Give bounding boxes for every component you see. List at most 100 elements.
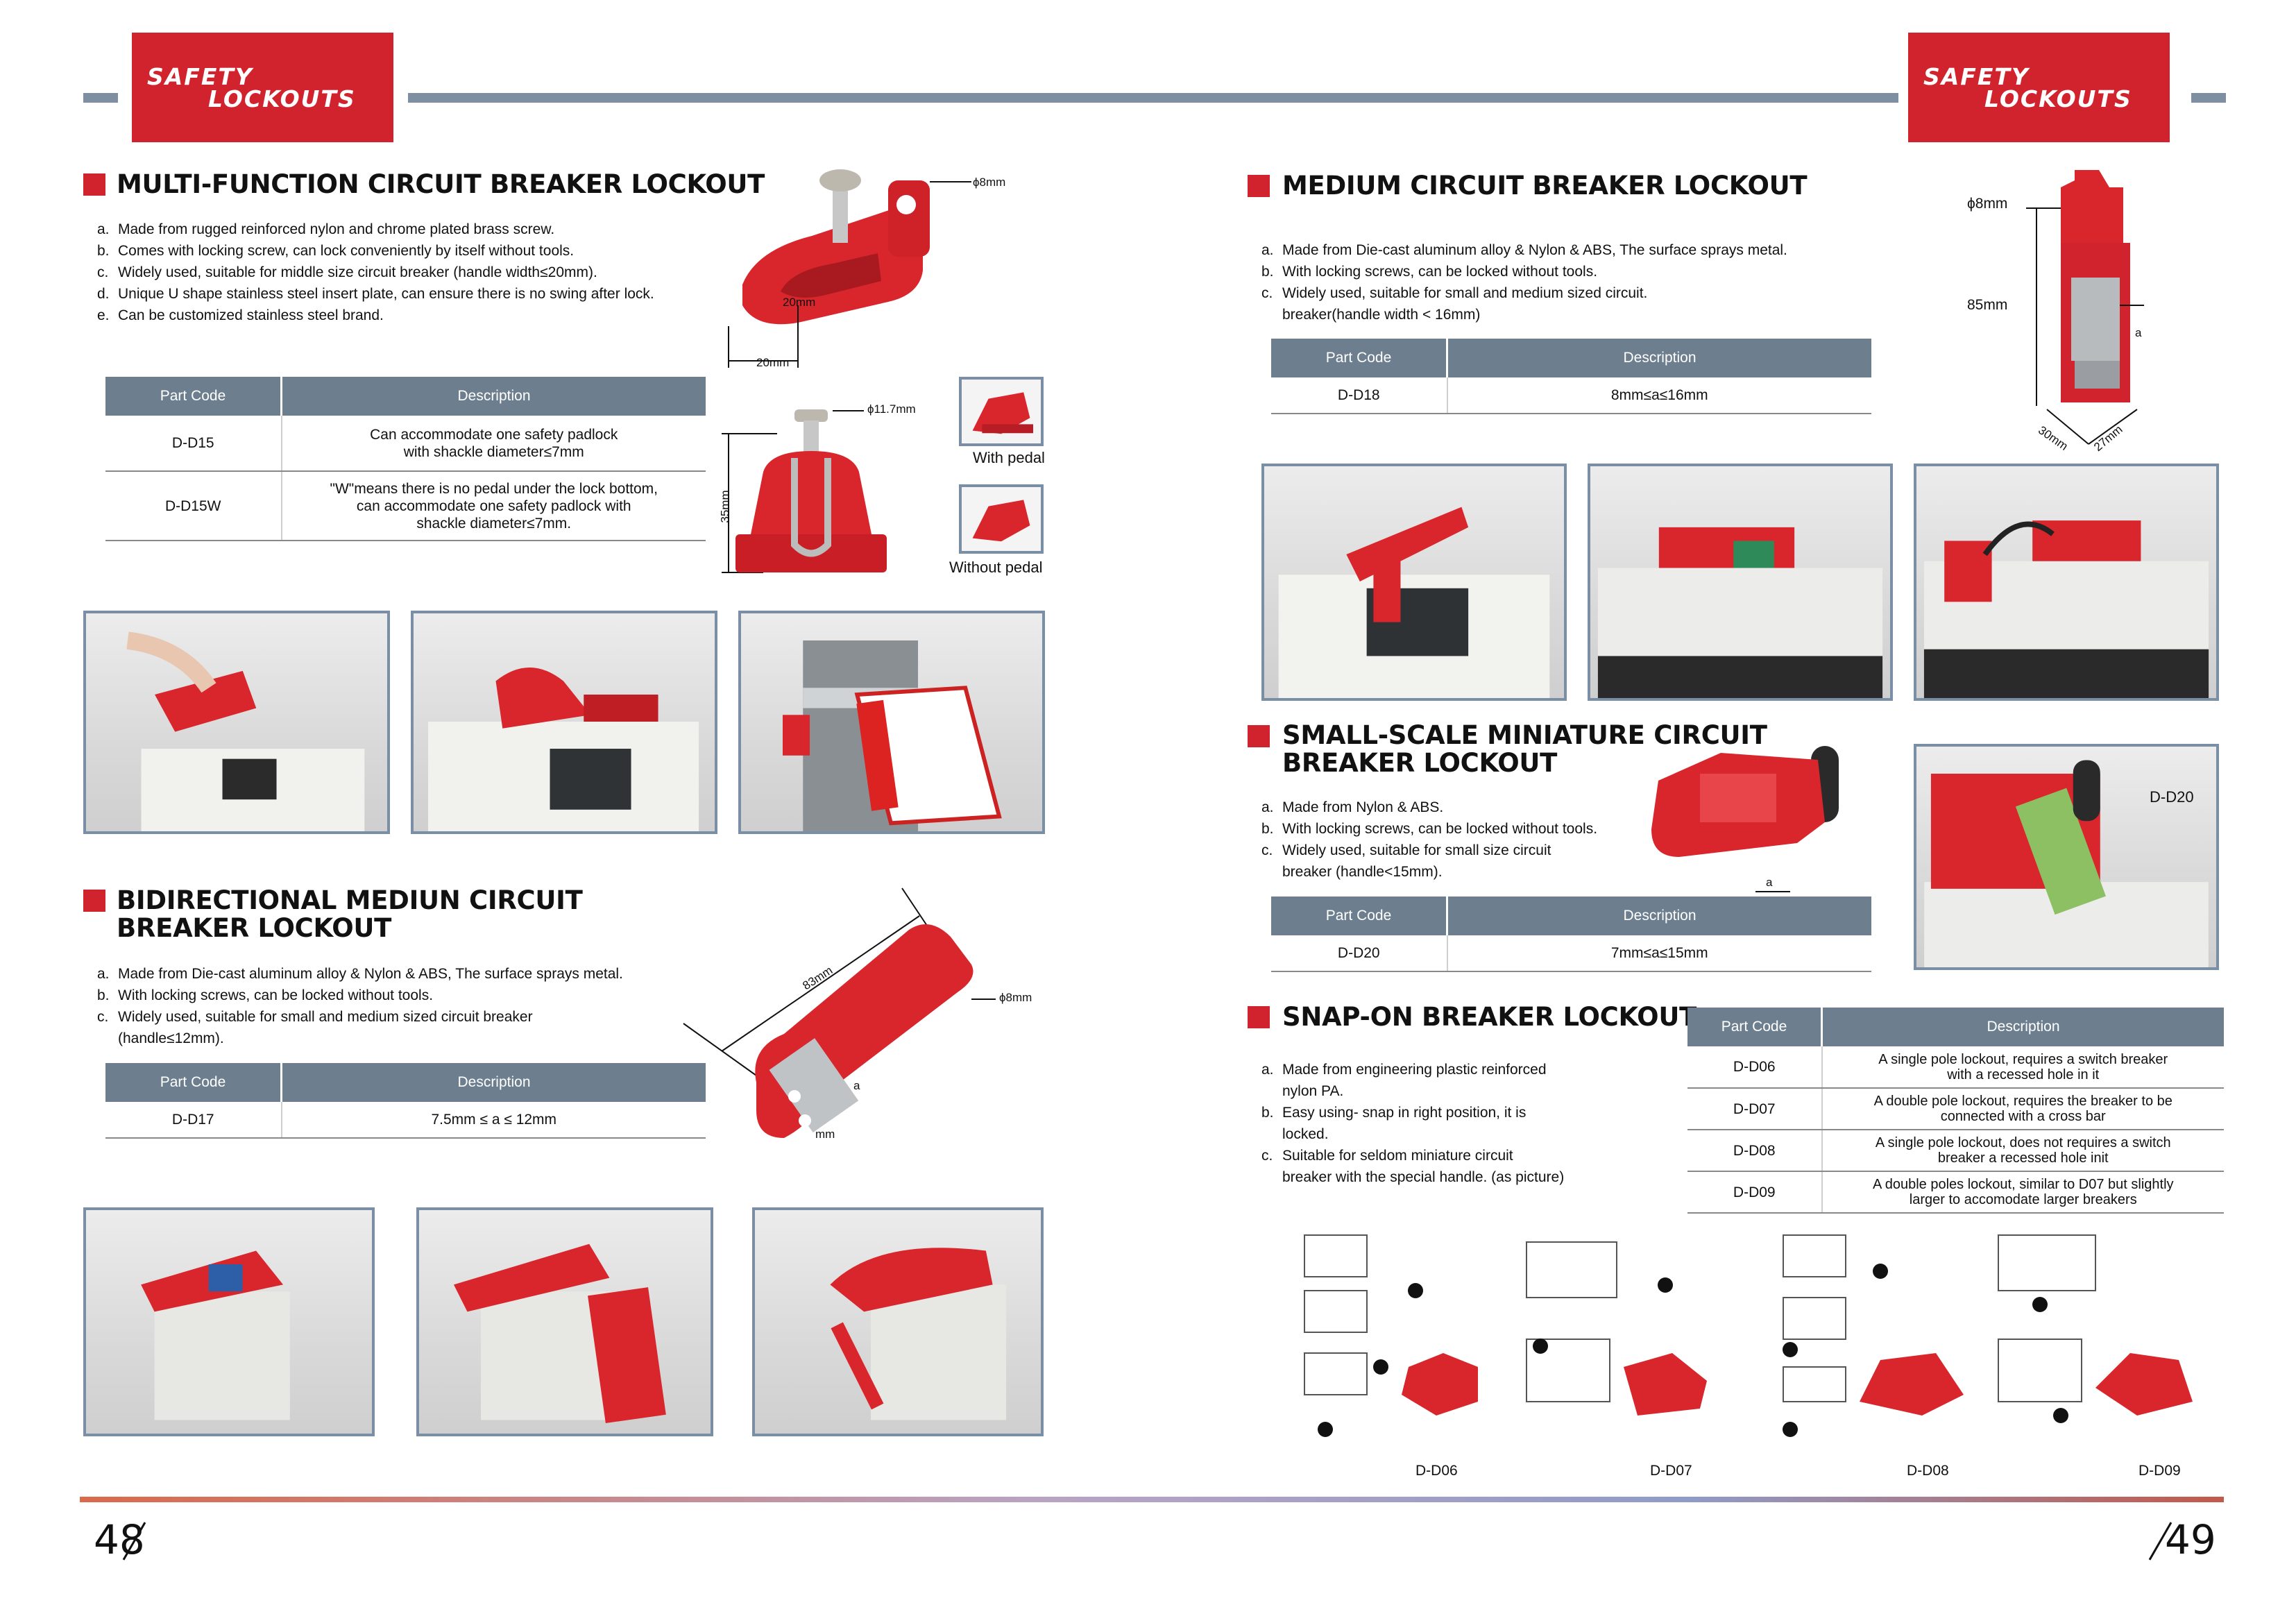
description-cell: 7mm≤a≤15mm (1447, 935, 1871, 972)
list-item: a.Made from rugged reinforced nylon and … (97, 221, 555, 237)
list-item: a.Made from engineering plastic reinforc… (1261, 1062, 1547, 1099)
list-item: c.Widely used, suitable for middle size … (97, 264, 597, 280)
brand-badge-left: SAFETY LOCKOUTS (132, 33, 393, 142)
dimension-label: a (1766, 876, 1773, 889)
list-item: c.Widely used, suitable for small size c… (1261, 842, 1551, 880)
description-cell: A single pole lockout, requires a switch… (1821, 1046, 2224, 1089)
dimension-label: ϕ8mm (999, 991, 1032, 1004)
dimension-label: 20mm (756, 356, 790, 369)
part-code-table: Part Code Description D-D17 7.5mm ≤ a ≤ … (105, 1063, 706, 1139)
model-label: D-D09 (2138, 1463, 2181, 1479)
section-marker (1248, 725, 1270, 747)
part-code-table: Part Code Description D-D20 7mm≤a≤15mm (1271, 897, 1871, 972)
header-bar-center (408, 93, 1898, 103)
table-row: D-D15W "W"means there is no pedal under … (105, 471, 706, 541)
page-number-right: 49 (2165, 1516, 2216, 1563)
section-title: MEDIUM CIRCUIT BREAKER LOCKOUT (1282, 171, 1808, 201)
dimension-label: ϕ11.7mm (867, 402, 916, 416)
product-photo-d20 (1914, 744, 2219, 970)
column-header: Part Code (1271, 339, 1448, 377)
feature-list: a.Made from Nylon & ABS. b.With locking … (1261, 797, 1650, 883)
list-item: b.Comes with locking screw, can lock con… (97, 243, 575, 259)
dimension-label: a (853, 1079, 860, 1092)
part-code-cell: D-D06 (1687, 1046, 1823, 1089)
dimension-label: ϕ8mm (973, 176, 1006, 189)
table-row: D-D20 7mm≤a≤15mm (1271, 935, 1871, 972)
list-item: d.Unique U shape stainless steel insert … (97, 286, 654, 302)
part-code-table: Part Code Description D-D15 Can accommod… (105, 377, 706, 541)
product-drawing-d17 (683, 887, 996, 1138)
brand-line2: LOCKOUTS (208, 85, 356, 112)
model-label: D-D06 (1415, 1463, 1458, 1479)
description-cell: "W"means there is no pedal under the loc… (281, 471, 706, 541)
product-photo (1261, 464, 1567, 701)
product-photo (83, 611, 390, 834)
table-row: D-D06 A single pole lockout, requires a … (1687, 1046, 2224, 1089)
product-photo (83, 1207, 375, 1436)
description-cell: 8mm≤a≤16mm (1447, 377, 1871, 414)
thumb-with-pedal (959, 377, 1044, 446)
with-pedal-label: With pedal (973, 449, 1045, 466)
dimension-label: 85mm (1967, 297, 2008, 313)
product-drawing-d15-front (722, 409, 887, 573)
part-code-cell: D-D17 (105, 1102, 282, 1139)
section-title-line1: SMALL-SCALE MINIATURE CIRCUIT (1282, 720, 1767, 750)
illustration-d06 (1304, 1234, 1478, 1416)
table-row: D-D08 A single pole lockout, does not re… (1687, 1130, 2224, 1172)
list-item: b.With locking screws, can be locked wit… (1261, 264, 1598, 280)
header-bar-left-short (83, 93, 118, 103)
column-header: Part Code (105, 1063, 282, 1102)
section-title-line2: BREAKER LOCKOUT (1282, 748, 1558, 778)
list-item: e.Can be customized stainless steel bran… (97, 307, 384, 323)
product-photo (752, 1207, 1044, 1436)
section-marker (1248, 175, 1270, 197)
product-photo (416, 1207, 713, 1436)
section-marker (1248, 1006, 1270, 1028)
snap-on-illustrations (1304, 1234, 2193, 1437)
feature-list: a.Made from Die-cast aluminum alloy & Ny… (97, 963, 749, 1049)
part-code-table: Part Code Description D-D18 8mm≤a≤16mm (1271, 339, 1871, 414)
feature-list: a.Made from engineering plastic reinforc… (1261, 1059, 1678, 1188)
header-bar-right-short (2191, 93, 2226, 103)
list-item: b.Easy using- snap in right position, it… (1261, 1105, 1527, 1142)
part-code-table: Part Code Description D-D06 A single pol… (1687, 1008, 2224, 1214)
list-item: a.Made from Die-cast aluminum alloy & Ny… (97, 966, 623, 982)
part-code-cell: D-D18 (1271, 377, 1448, 414)
product-photo (411, 611, 717, 834)
brand-line2: LOCKOUTS (1984, 85, 2132, 112)
feature-list: a.Made from Die-cast aluminum alloy & Ny… (1261, 239, 1928, 325)
part-code-cell: D-D07 (1687, 1088, 1823, 1130)
dimension-label: mm (815, 1128, 835, 1141)
column-header: Part Code (1687, 1008, 1823, 1046)
model-label: D-D08 (1907, 1463, 1949, 1479)
product-photo (738, 611, 1045, 834)
dimension-label: 35mm (718, 490, 732, 523)
section-title-line2: BREAKER LOCKOUT (117, 913, 392, 943)
part-code-cell: D-D09 (1687, 1171, 1823, 1214)
feature-list: a.Made from rugged reinforced nylon and … (97, 219, 763, 326)
product-drawing-d18 (2026, 170, 2144, 445)
part-code-cell: D-D15 (105, 416, 282, 472)
column-header: Description (1447, 897, 1871, 935)
table-row: D-D17 7.5mm ≤ a ≤ 12mm (105, 1102, 706, 1139)
illustration-d08 (1783, 1234, 1964, 1416)
model-label: D-D07 (1650, 1463, 1692, 1479)
section-title-line1: BIDIRECTIONAL MEDIUN CIRCUIT (117, 885, 583, 915)
dimension-label: a (2135, 326, 2142, 339)
list-item: c.Suitable for seldom miniature circuit … (1261, 1148, 1565, 1185)
illustration-d07 (1526, 1241, 1707, 1416)
column-header: Description (281, 377, 706, 416)
product-drawing-d15 (728, 169, 971, 368)
list-item: b.With locking screws, can be locked wit… (97, 987, 434, 1003)
product-photo (1588, 464, 1893, 701)
dimension-label: ϕ8mm (1967, 196, 2008, 212)
section-title: SNAP-ON BREAKER LOCKOUT (1282, 1002, 1697, 1032)
table-row: D-D09 A double poles lockout, similar to… (1687, 1171, 2224, 1214)
without-pedal-label: Without pedal (949, 559, 1043, 576)
photo-label: D-D20 (2150, 788, 2194, 806)
part-code-cell: D-D08 (1687, 1130, 1823, 1172)
column-header: Description (1821, 1008, 2224, 1046)
column-header: Description (1447, 339, 1871, 377)
section-marker (83, 890, 105, 912)
list-item: a.Made from Die-cast aluminum alloy & Ny… (1261, 242, 1787, 258)
